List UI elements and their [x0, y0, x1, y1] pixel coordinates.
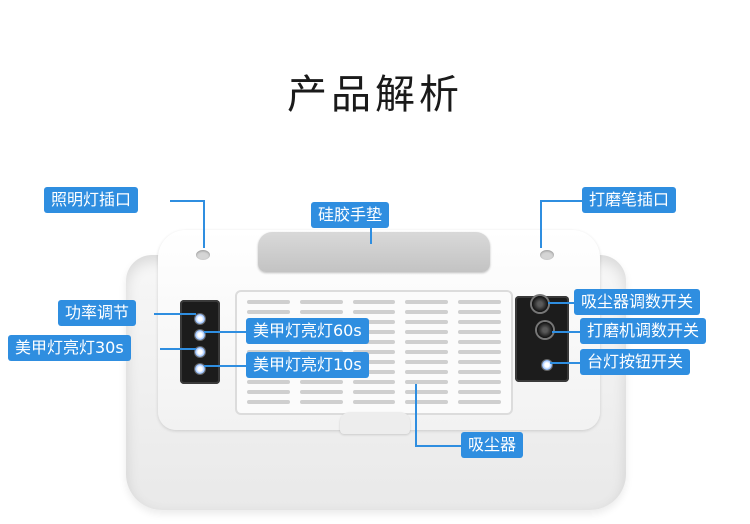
label-nail-lamp-30s: 美甲灯亮灯30s	[8, 335, 131, 361]
page-title: 产品解析	[287, 72, 463, 118]
label-grinder-switch: 打磨机调数开关	[580, 318, 707, 344]
label-silicone-pad: 硅胶手垫	[311, 202, 390, 228]
light-port-socket	[196, 250, 210, 260]
front-notch	[340, 412, 410, 434]
callout-line	[170, 200, 204, 202]
callout-line	[415, 384, 417, 446]
callout-line	[154, 313, 196, 315]
nail-lamp-30s-button[interactable]	[195, 347, 205, 357]
callout-line	[370, 226, 372, 244]
callout-line	[552, 331, 580, 333]
label-power-adjust: 功率调节	[58, 300, 137, 326]
callout-line	[204, 331, 246, 333]
nail-lamp-10s-button[interactable]	[195, 364, 205, 374]
label-nail-lamp-10s: 美甲灯亮灯10s	[246, 352, 369, 378]
desk-lamp-button[interactable]	[542, 360, 552, 370]
label-desk-lamp-button: 台灯按钮开关	[580, 349, 691, 375]
callout-line	[550, 362, 580, 364]
vacuum-switch-knob[interactable]	[532, 296, 548, 312]
nail-lamp-60s-button[interactable]	[195, 330, 205, 340]
callout-line	[204, 365, 246, 367]
silicone-hand-pad	[258, 232, 490, 272]
grinder-port-socket	[540, 250, 554, 260]
callout-line	[160, 348, 196, 350]
label-nail-lamp-60s: 美甲灯亮灯60s	[246, 318, 369, 344]
callout-line	[203, 200, 205, 248]
callout-line	[548, 302, 574, 304]
grinder-switch-knob[interactable]	[537, 322, 553, 338]
label-vacuum-switch: 吸尘器调数开关	[574, 289, 701, 315]
label-vacuum: 吸尘器	[461, 432, 524, 458]
label-grinder-port: 打磨笔插口	[582, 187, 677, 213]
callout-line	[415, 445, 461, 447]
power-adjust-button[interactable]	[195, 314, 205, 324]
callout-line	[540, 200, 542, 248]
label-light-port: 照明灯插口	[44, 187, 139, 213]
callout-line	[540, 200, 582, 202]
